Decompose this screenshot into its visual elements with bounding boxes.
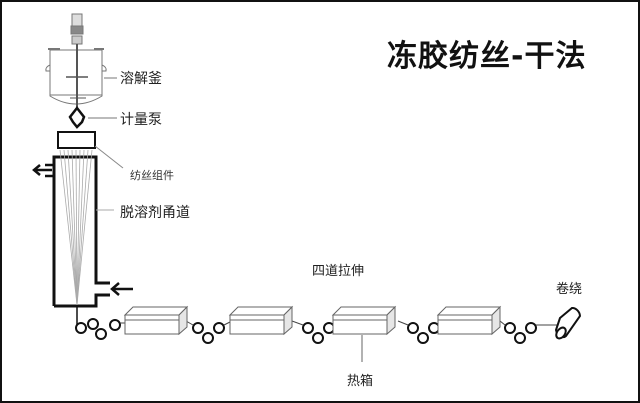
- hot-box-icon: [123, 305, 502, 336]
- label-dissolving-tank: 溶解釜: [120, 71, 162, 87]
- label-spin-pack: 纺丝组件: [130, 169, 174, 182]
- label-metering-pump: 计量泵: [120, 112, 162, 128]
- spin-pack-icon: [57, 131, 96, 149]
- dissolving-tank-icon: [45, 13, 107, 108]
- metering-pump-icon: [68, 105, 86, 129]
- page-title: 冻胶纺丝-干法: [387, 39, 587, 74]
- label-four-stage-drawing: 四道拉伸: [312, 264, 365, 279]
- spin-pack-leader-line: [94, 145, 124, 169]
- label-hot-box: 热箱: [347, 374, 374, 389]
- roller-group: [75, 318, 537, 344]
- winder-bobbin-icon: [554, 307, 582, 340]
- label-desolvation-channel: 脱溶剂甬道: [120, 205, 190, 221]
- label-winding: 卷绕: [556, 282, 583, 297]
- desolvation-column-icon: [32, 149, 110, 325]
- inlet-arrow-icon: [110, 282, 133, 296]
